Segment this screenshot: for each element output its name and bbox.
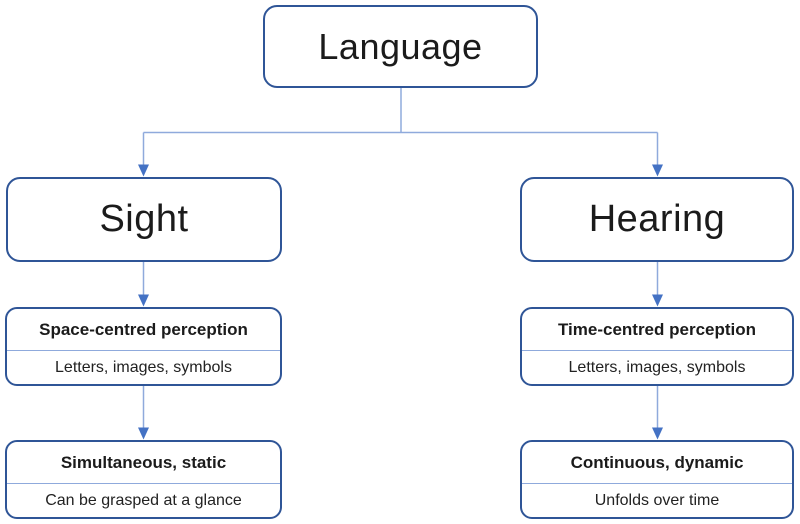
node-detail: Unfolds over time [594,491,720,509]
node-space-centred-perception: Space-centred perception Letters, images… [5,307,282,386]
node-detail: Letters, images, symbols [568,358,746,376]
node-continuous-dynamic: Continuous, dynamic Unfolds over time [520,440,794,519]
arrowhead-hearing [652,164,663,177]
node-title: Time-centred perception [557,319,757,339]
arrowhead-perception-left [138,294,149,307]
node-language: Language [263,5,538,88]
arrowhead-quality-left [138,427,149,440]
arrowhead-sight [138,164,149,177]
node-hearing-label: Hearing [588,198,726,240]
node-simultaneous-static: Simultaneous, static Can be grasped at a… [5,440,282,519]
node-title: Simultaneous, static [60,452,227,472]
node-title: Space-centred perception [39,319,248,339]
node-language-label: Language [318,25,483,67]
divider-line [522,350,792,351]
divider-line [7,350,280,351]
node-detail: Letters, images, symbols [55,358,232,376]
node-detail: Can be grasped at a glance [45,491,242,509]
node-sight: Sight [6,177,282,262]
divider-line [522,483,792,484]
arrowhead-quality-right [652,427,663,440]
divider-line [7,483,280,484]
node-sight-label: Sight [99,198,189,240]
node-time-centred-perception: Time-centred perception Letters, images,… [520,307,794,386]
node-title: Continuous, dynamic [570,452,744,472]
arrowhead-perception-right [652,294,663,307]
node-hearing: Hearing [520,177,794,262]
